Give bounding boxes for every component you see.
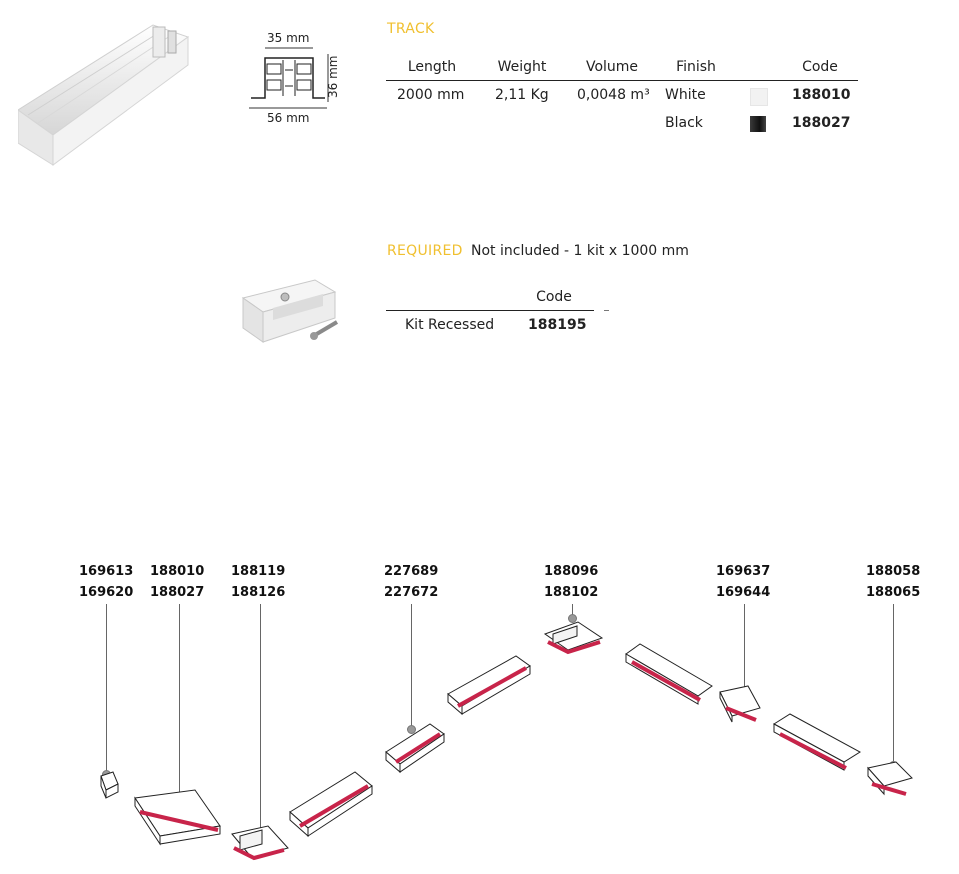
white-swatch [750, 88, 768, 106]
code-169637: 169637 [716, 564, 771, 579]
leader-3 [260, 604, 261, 834]
code-227689: 227689 [384, 564, 439, 579]
required-title: REQUIRED [387, 243, 463, 259]
straight-track-part-2 [289, 771, 373, 838]
finish-white-label: White [665, 87, 706, 103]
code-188119: 188119 [231, 564, 286, 579]
code-169613: 169613 [79, 564, 134, 579]
finish-black-label: Black [665, 115, 703, 131]
kit-rule-tick [604, 310, 609, 311]
track-product-image [18, 24, 190, 166]
leader-dot-5 [568, 614, 577, 623]
leader-dot-4 [407, 725, 416, 734]
kit-header-code: Code [536, 289, 572, 305]
component-codes-7: 188058 188065 [866, 561, 920, 603]
straight-track-part-4 [625, 643, 713, 705]
track-assembly-diagram [100, 621, 913, 861]
code-188058: 188058 [866, 564, 921, 579]
kit-recessed-image [241, 279, 339, 343]
leader-7 [893, 604, 894, 764]
dimension-bottom: 56 mm [267, 111, 310, 125]
component-codes-6: 169637 169644 [716, 561, 770, 603]
black-swatch [750, 116, 766, 132]
header-finish: Finish [676, 59, 716, 75]
cell-volume: 0,0048 m³ [577, 87, 650, 103]
header-code: Code [802, 59, 838, 75]
joiner-part-2 [719, 685, 761, 723]
required-note: Not included - 1 kit x 1000 mm [471, 243, 689, 259]
kit-name: Kit Recessed [405, 317, 495, 333]
header-volume: Volume [585, 59, 639, 75]
corner-connector-part-2 [543, 621, 604, 655]
code-188096: 188096 [544, 564, 599, 579]
code-188126: 188126 [231, 585, 286, 600]
end-cap-part [100, 771, 119, 799]
kit-header-rule [386, 310, 594, 311]
straight-track-part-3 [447, 655, 531, 716]
cell-weight: 2,11 Kg [495, 87, 549, 103]
code-188010: 188010 [150, 564, 205, 579]
code-227672: 227672 [384, 585, 439, 600]
dimension-top: 35 mm [267, 31, 310, 45]
component-codes-1: 169613 169620 [79, 561, 133, 603]
code-169644: 169644 [716, 585, 771, 600]
straight-track-part-5 [773, 713, 861, 771]
code-169620: 169620 [79, 585, 134, 600]
straight-track-part [134, 789, 221, 846]
leader-1 [106, 604, 107, 772]
component-codes-5: 188096 188102 [544, 561, 598, 603]
code-188102: 188102 [544, 585, 599, 600]
code-188065: 188065 [866, 585, 921, 600]
joiner-part [385, 723, 445, 774]
kit-code: 188195 [528, 317, 587, 333]
header-length: Length [407, 59, 457, 75]
component-codes-2: 188010 188027 [150, 561, 204, 603]
component-codes-4: 227689 227672 [384, 561, 438, 603]
leader-5 [572, 604, 573, 618]
code-black: 188027 [792, 115, 851, 131]
leader-2 [179, 604, 180, 800]
corner-connector-part [231, 825, 289, 861]
code-white: 188010 [792, 87, 851, 103]
end-cap-part-2 [867, 761, 913, 796]
track-profile-drawing [249, 47, 329, 109]
header-weight: Weight [497, 59, 547, 75]
code-188027: 188027 [150, 585, 205, 600]
leader-4 [411, 604, 412, 728]
track-header-rule [386, 80, 858, 81]
leader-6 [744, 604, 745, 692]
track-title: TRACK [387, 21, 435, 37]
cell-length: 2000 mm [397, 87, 465, 103]
component-codes-3: 188119 188126 [231, 561, 285, 603]
